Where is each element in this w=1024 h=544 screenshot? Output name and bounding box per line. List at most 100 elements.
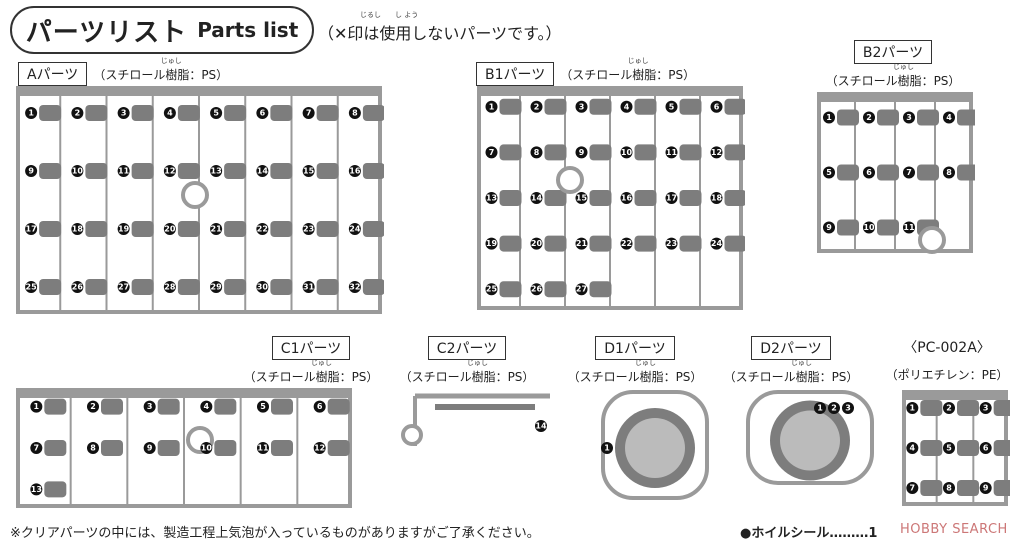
marker-dot [87,400,99,413]
part-number-marker: 5 [943,442,955,454]
part-number-marker: 1 [25,107,38,119]
part-shape [634,235,657,252]
marker-dot [620,192,633,204]
section-name: D2パーツ [751,336,831,360]
section-label-c1: C1パーツじゅし（スチロール樹脂：PS） [236,336,386,385]
part-number-marker: 2 [87,400,99,413]
marker-dot [903,111,915,124]
part-number-marker: 2 [943,402,955,414]
part-number-marker: 4 [620,100,633,113]
marker-dot [256,107,269,119]
marker-dot [710,146,723,159]
part-number: 2 [90,402,96,411]
part-number: 1 [28,109,34,118]
material-furigana: じゅし [160,56,182,65]
part-shape [544,281,567,298]
part-number: 11 [903,223,915,232]
section-name: C2パーツ [427,336,507,360]
sprue-ring [556,166,584,194]
part-number-marker: 11 [117,165,130,177]
marker-dot [814,402,826,414]
section-name: C1パーツ [271,336,351,360]
material-furigana: じゅし [790,359,812,367]
part-shape [224,279,247,295]
part-number-marker: 10 [71,165,84,177]
wheel-hub [625,418,685,478]
marker-dot [485,283,498,296]
part-number-marker: 3 [575,100,588,113]
marker-dot [943,166,955,179]
part-shape [957,164,975,181]
part-number-marker: 28 [163,281,176,293]
part-number: 10 [201,444,213,453]
part-number: 20 [164,225,176,234]
part-number-marker: 32 [348,281,361,293]
part-number: 8 [534,148,540,157]
part-shape [679,98,702,115]
part-shape [362,163,384,179]
part-number-marker: 25 [25,281,38,293]
part-shape [101,398,123,415]
part-shape [85,163,108,179]
part-number: 2 [946,404,952,413]
marker-dot [530,192,543,204]
part-number: 8 [946,168,952,177]
marker-dot [575,192,588,204]
part-number-marker: 22 [620,237,633,250]
part-shape [101,440,123,456]
unused-parts-note: （✕印は使用しないパーツです。） [318,24,562,43]
part-number: 5 [826,168,832,177]
part-number-marker: 1 [30,400,43,413]
section-name: 〈PC-002A〉 [895,336,999,358]
part-number-marker: 10 [863,221,875,234]
marker-dot [71,223,84,235]
marker-dot [163,281,176,293]
marker-dot [863,111,875,124]
part-shape [270,279,293,295]
part-number-marker: 8 [530,146,543,159]
part-number-marker: 3 [842,402,854,414]
marker-dot [943,482,955,494]
part-number: 1 [826,113,832,122]
part-number: 21 [576,239,588,248]
part-shape [44,398,67,415]
part-shape [85,279,108,295]
part-number: 6 [714,102,720,111]
marker-dot [71,107,84,119]
part-shape [39,105,62,121]
part-shape [589,281,612,298]
marker-dot [30,400,43,413]
marker-dot [25,107,38,119]
part-number: 5 [669,102,675,111]
part-shape [157,440,180,456]
sprue-ring [181,181,209,209]
part-number: 10 [621,148,633,157]
part-number: 25 [486,285,498,294]
part-shape [499,190,522,206]
part-shape [224,221,247,237]
marker-dot [665,237,678,250]
part-shape [39,221,62,237]
part-number: 12 [314,444,325,453]
part-number-marker: 15 [575,192,588,204]
part-number-marker: 17 [25,223,38,235]
part-shape [131,105,154,121]
part-number-marker: 19 [485,237,498,250]
part-shape [362,279,384,295]
part-number-marker: 24 [348,223,361,235]
rod-part [435,404,535,410]
section-label-a: Aパーツじゅし（スチロール樹脂：PS） [18,57,228,86]
part-number-marker: 11 [665,146,678,159]
part-number-marker: 9 [143,442,156,454]
part-number: 6 [317,402,323,411]
part-number-marker: 20 [530,237,543,250]
foil-seal-count: ●ホイルシール………1 [740,526,878,541]
title-en: Parts list [197,18,299,42]
part-number-marker: 3 [117,107,130,119]
sprue-d1: 1 [601,390,709,500]
part-shape [877,109,899,126]
part-number-marker: 27 [575,283,588,296]
marker-dot [87,442,99,454]
part-shape [724,190,745,206]
